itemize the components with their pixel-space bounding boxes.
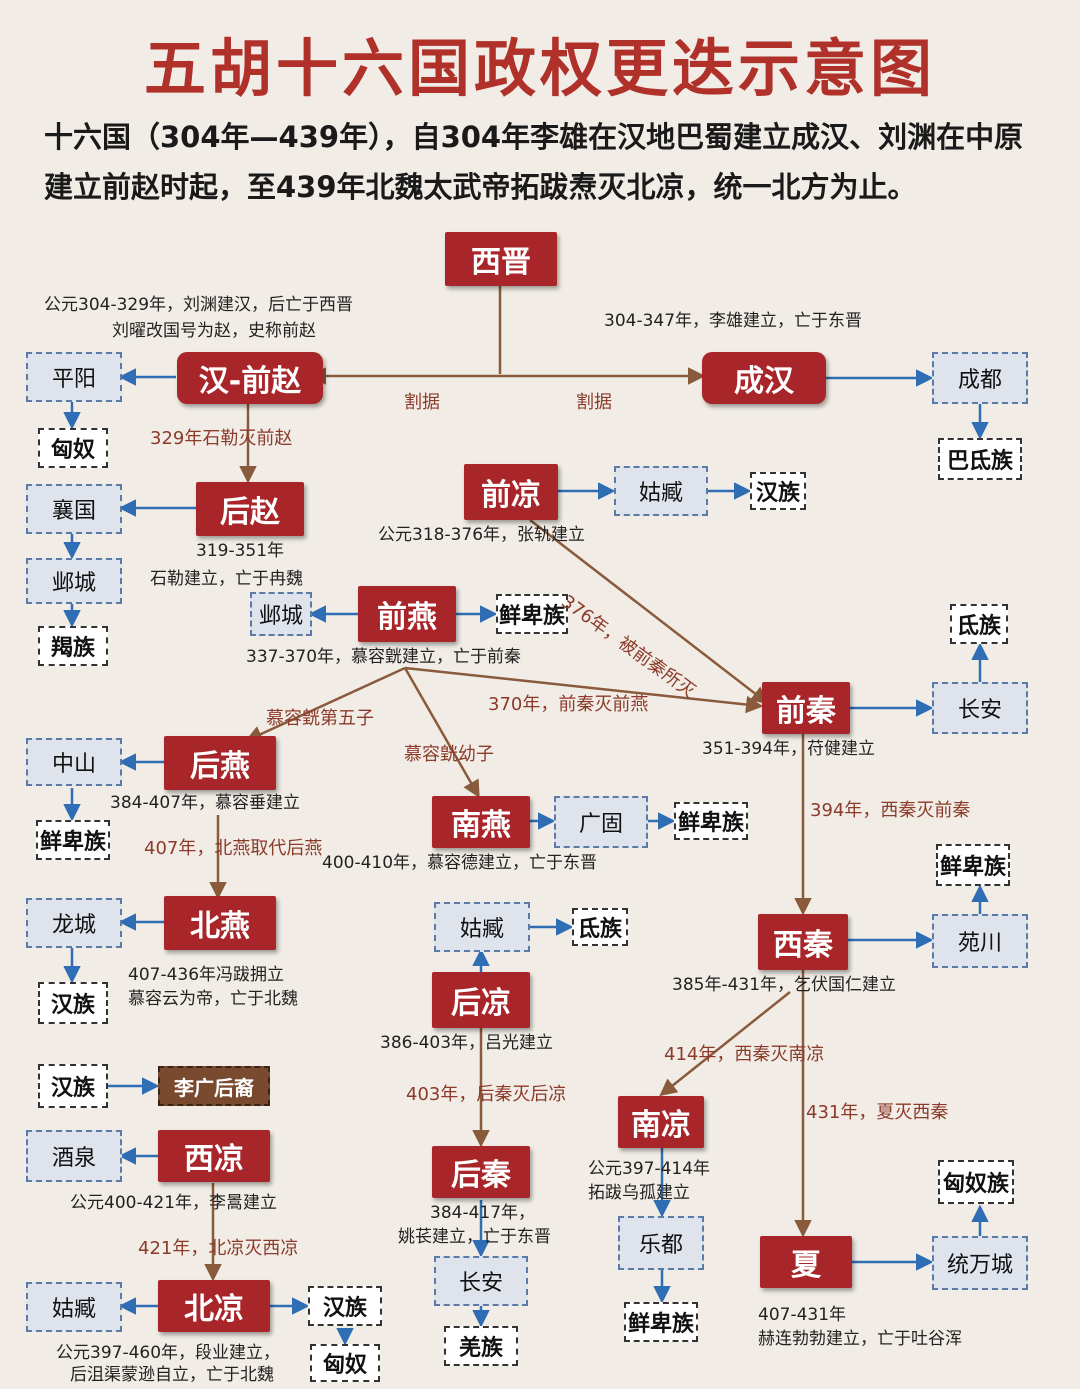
ethnic-xianbei-3: 鲜卑族 [674,802,748,840]
event-son-fifth: 慕容皝第五子 [266,708,374,729]
state-beiyan: 北燕 [164,896,276,950]
link-qianyan-houyan [244,666,406,743]
ethnic-bashi: 巴氐族 [938,438,1022,480]
label-liguang-descendant: 李广后裔 [158,1066,270,1106]
ethnic-xianbei-4: 鲜卑族 [936,844,1010,886]
ethnic-han-2: 汉族 [38,982,108,1024]
ethnic-han-3: 汉族 [38,1064,108,1108]
note-nanyan: 400-410年，慕容德建立，亡于东晋 [322,853,598,873]
state-houzhao: 后赵 [196,482,304,536]
note-beiliang-2: 后沮渠蒙逊自立，亡于北魏 [70,1365,274,1385]
note-xiqin: 385年-431年，乞伏国仁建立 [672,975,897,995]
event-geju-2: 割据 [576,392,612,413]
event-431: 431年，夏灭西秦 [806,1102,949,1123]
place-ledu: 乐都 [618,1216,704,1270]
ethnic-xiongnu-1: 匈奴 [38,428,108,468]
note-xiliang: 公元400-421年，李暠建立 [70,1193,278,1213]
state-qianqin: 前秦 [762,682,850,734]
place-yecheng-2: 邺城 [250,592,312,636]
ethnic-jie: 羯族 [38,626,108,666]
place-changan-1: 长安 [932,682,1028,734]
state-qianyan: 前燕 [358,586,456,642]
place-xiangguo: 襄国 [26,484,122,534]
note-qianyan: 337-370年，慕容皝建立，亡于前秦 [246,647,522,667]
note-houqin-1: 384-417年， [430,1203,536,1223]
place-guanggu: 广固 [554,796,648,848]
event-geju-1: 割据 [404,392,440,413]
place-guzang-2: 姑臧 [434,902,530,952]
note-xia-2: 赫连勃勃建立，亡于吐谷浑 [758,1329,962,1349]
state-houyan: 后燕 [164,736,276,790]
event-403: 403年，后秦灭后凉 [406,1084,567,1105]
state-xia: 夏 [760,1236,852,1288]
intro-text: 十六国（304年—439年），自304年李雄在汉地巴蜀建立成汉、刘渊在中原建立前… [44,120,1024,204]
note-qianliang: 公元318-376年，张轨建立 [378,525,586,545]
place-guzang-3: 姑臧 [26,1282,122,1332]
ethnic-xiongnu-3: 匈奴 [310,1344,380,1382]
ethnic-han-1: 汉族 [750,472,806,510]
event-son-youngest: 慕容皝幼子 [404,744,494,765]
event-370: 370年，前秦灭前燕 [488,694,649,715]
ethnic-xianbei-5: 鲜卑族 [624,1302,698,1342]
note-beiyan-2: 慕容云为帝，亡于北魏 [128,989,298,1009]
note-houyan: 384-407年，慕容垂建立 [110,793,301,813]
place-zhongshan: 中山 [26,738,122,786]
page-title: 五胡十六国政权更迭示意图 [143,32,936,105]
event-394: 394年，西秦灭前秦 [810,800,971,821]
event-414: 414年，西秦灭南凉 [664,1044,825,1065]
ethnic-xiongnu-2: 匈奴族 [938,1160,1014,1204]
place-guzang-1: 姑臧 [614,466,708,516]
place-yecheng-1: 邺城 [26,558,122,604]
place-tongwancheng: 统万城 [932,1236,1028,1290]
note-houzhao-2: 石勒建立，亡于冉魏 [150,569,303,589]
note-nanliang-2: 拓跋乌孤建立 [588,1183,690,1203]
place-chengdu: 成都 [932,352,1028,404]
place-longcheng: 龙城 [26,898,122,948]
state-chenghan: 成汉 [702,352,826,404]
place-jiuquan: 酒泉 [26,1130,122,1182]
state-houqin: 后秦 [432,1146,530,1198]
state-xiqin: 西秦 [758,914,848,970]
note-chenghan: 304-347年，李雄建立，亡于东晋 [604,311,863,331]
ethnic-xianbei-2: 鲜卑族 [36,820,110,860]
state-xijin: 西晋 [445,232,557,286]
note-nanliang-1: 公元397-414年 [588,1159,711,1179]
state-xiliang: 西凉 [158,1130,270,1182]
event-421: 421年，北凉灭西凉 [138,1238,299,1259]
event-407: 407年，北燕取代后燕 [144,838,323,859]
state-nanyan: 南燕 [432,796,530,848]
note-houqin-2: 姚苌建立，亡于东晋 [398,1227,551,1247]
place-yuanchuan: 苑川 [932,914,1028,968]
note-han-qianzhao-1: 公元304-329年，刘渊建汉，后亡于西晋 [44,295,354,315]
ethnic-di-2: 氐族 [572,908,628,946]
note-xia-1: 407-431年 [758,1305,847,1325]
event-329: 329年石勒灭前赵 [150,428,293,449]
state-qianliang: 前凉 [464,464,558,520]
state-nanliang: 南凉 [618,1096,704,1148]
ethnic-di-1: 氐族 [950,604,1008,644]
state-houliang: 后凉 [432,972,530,1028]
note-han-qianzhao-2: 刘曜改国号为赵，史称前赵 [112,321,316,341]
place-changan-2: 长安 [434,1256,528,1306]
link-qianyan-qianqin [404,666,764,714]
note-houliang: 386-403年，吕光建立 [380,1033,554,1053]
link-qianliang-qianqin [529,519,769,705]
ethnic-qiang: 羌族 [444,1326,518,1366]
ethnic-xianbei-1: 鲜卑族 [496,594,568,634]
link-qianyan-nanyan [403,667,480,799]
note-houzhao-1: 319-351年 [196,541,285,561]
place-pingyang: 平阳 [26,352,122,402]
note-qianqin: 351-394年，苻健建立 [702,739,876,759]
ethnic-han-4: 汉族 [308,1286,382,1326]
link-xiqin-nanliang [659,991,791,1097]
state-han-qianzhao: 汉-前赵 [177,352,323,404]
note-beiliang-1: 公元397-460年，段业建立， [56,1343,281,1363]
note-beiyan-1: 407-436年冯跋拥立 [128,965,285,985]
state-beiliang: 北凉 [158,1280,270,1332]
